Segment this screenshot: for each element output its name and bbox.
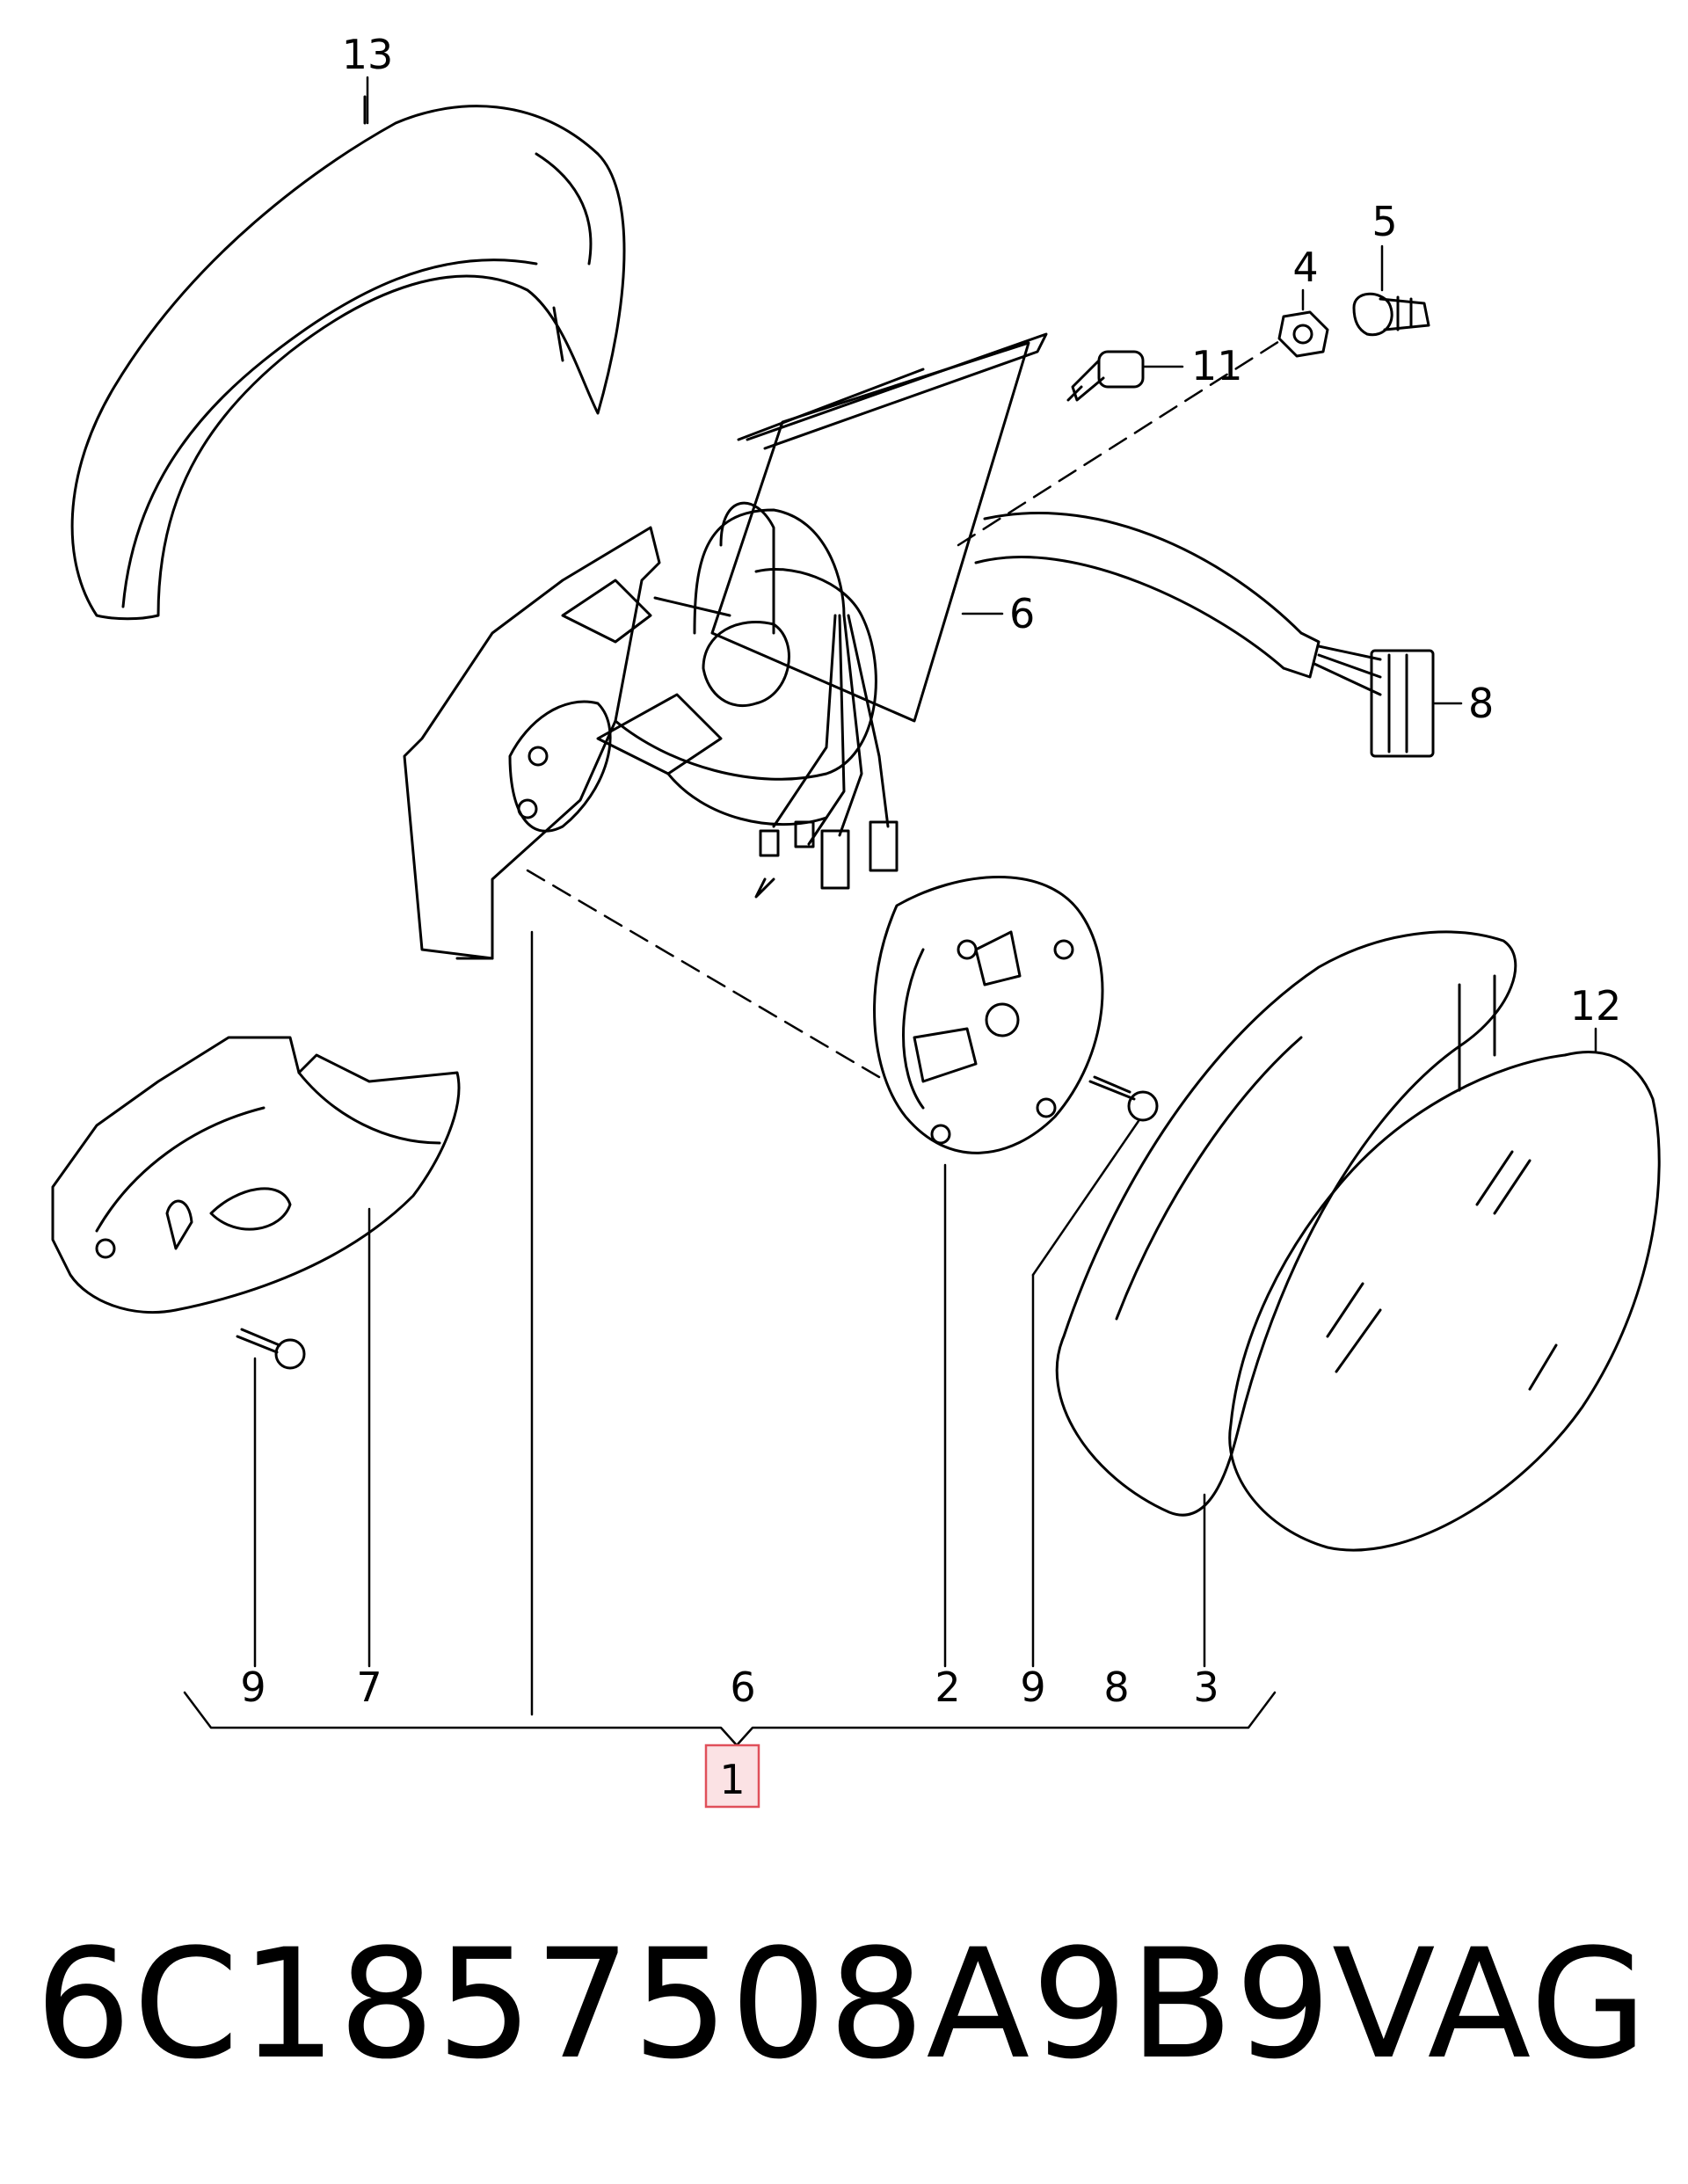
- bracket-label-7: 7: [356, 1663, 382, 1711]
- mirror-cap-part: [70, 95, 626, 621]
- mirror-glass-part: [1228, 1051, 1661, 1552]
- lower-cover-part: [51, 1036, 461, 1314]
- nut-4-part: [1277, 310, 1329, 358]
- bolt-11-part: [1066, 350, 1145, 402]
- assembly-highlight-box: [704, 1744, 760, 1809]
- mirror-base-part: [403, 501, 1435, 960]
- exploded-parts-diagram: 13 5 4 11 6 8 12 9 7 6 2 9 8 3 1: [51, 31, 1661, 1809]
- footer-caption: 6C1857508A9B9 VAG: [35, 1890, 1670, 2119]
- callout-6-top: 6: [1009, 590, 1035, 637]
- callout-13: 13: [342, 31, 394, 78]
- screw-9-cover-part: [236, 1328, 306, 1370]
- heater-plate-part: [710, 332, 1048, 723]
- alignment-lines: [526, 337, 1285, 1079]
- adjusting-motor-part: [873, 876, 1104, 1154]
- callout-4: 4: [1292, 244, 1318, 291]
- bracket-label-2: 2: [935, 1663, 960, 1711]
- callout-12: 12: [1570, 982, 1622, 1030]
- bracket-label-8: 8: [1103, 1663, 1129, 1711]
- callout-5: 5: [1372, 198, 1397, 245]
- bracket-label-9-motor: 9: [1020, 1663, 1045, 1711]
- bracket-label-6: 6: [730, 1663, 755, 1711]
- screw-9-motor-part: [1088, 1075, 1159, 1122]
- part-number: 6C1857508A9B9: [35, 1916, 1334, 2093]
- leader-lines: [253, 76, 1597, 1716]
- callout-8-top: 8: [1468, 680, 1494, 727]
- bracket-label-3: 3: [1193, 1663, 1219, 1711]
- callout-11: 11: [1191, 342, 1243, 389]
- mirror-frame-part: [1055, 930, 1517, 1517]
- assembly-callout-1: 1: [719, 1756, 745, 1803]
- bolt-5-part: [1352, 292, 1430, 337]
- brand-name: VAG: [1332, 1916, 1649, 2093]
- bracket-label-9-cover: 9: [240, 1663, 266, 1711]
